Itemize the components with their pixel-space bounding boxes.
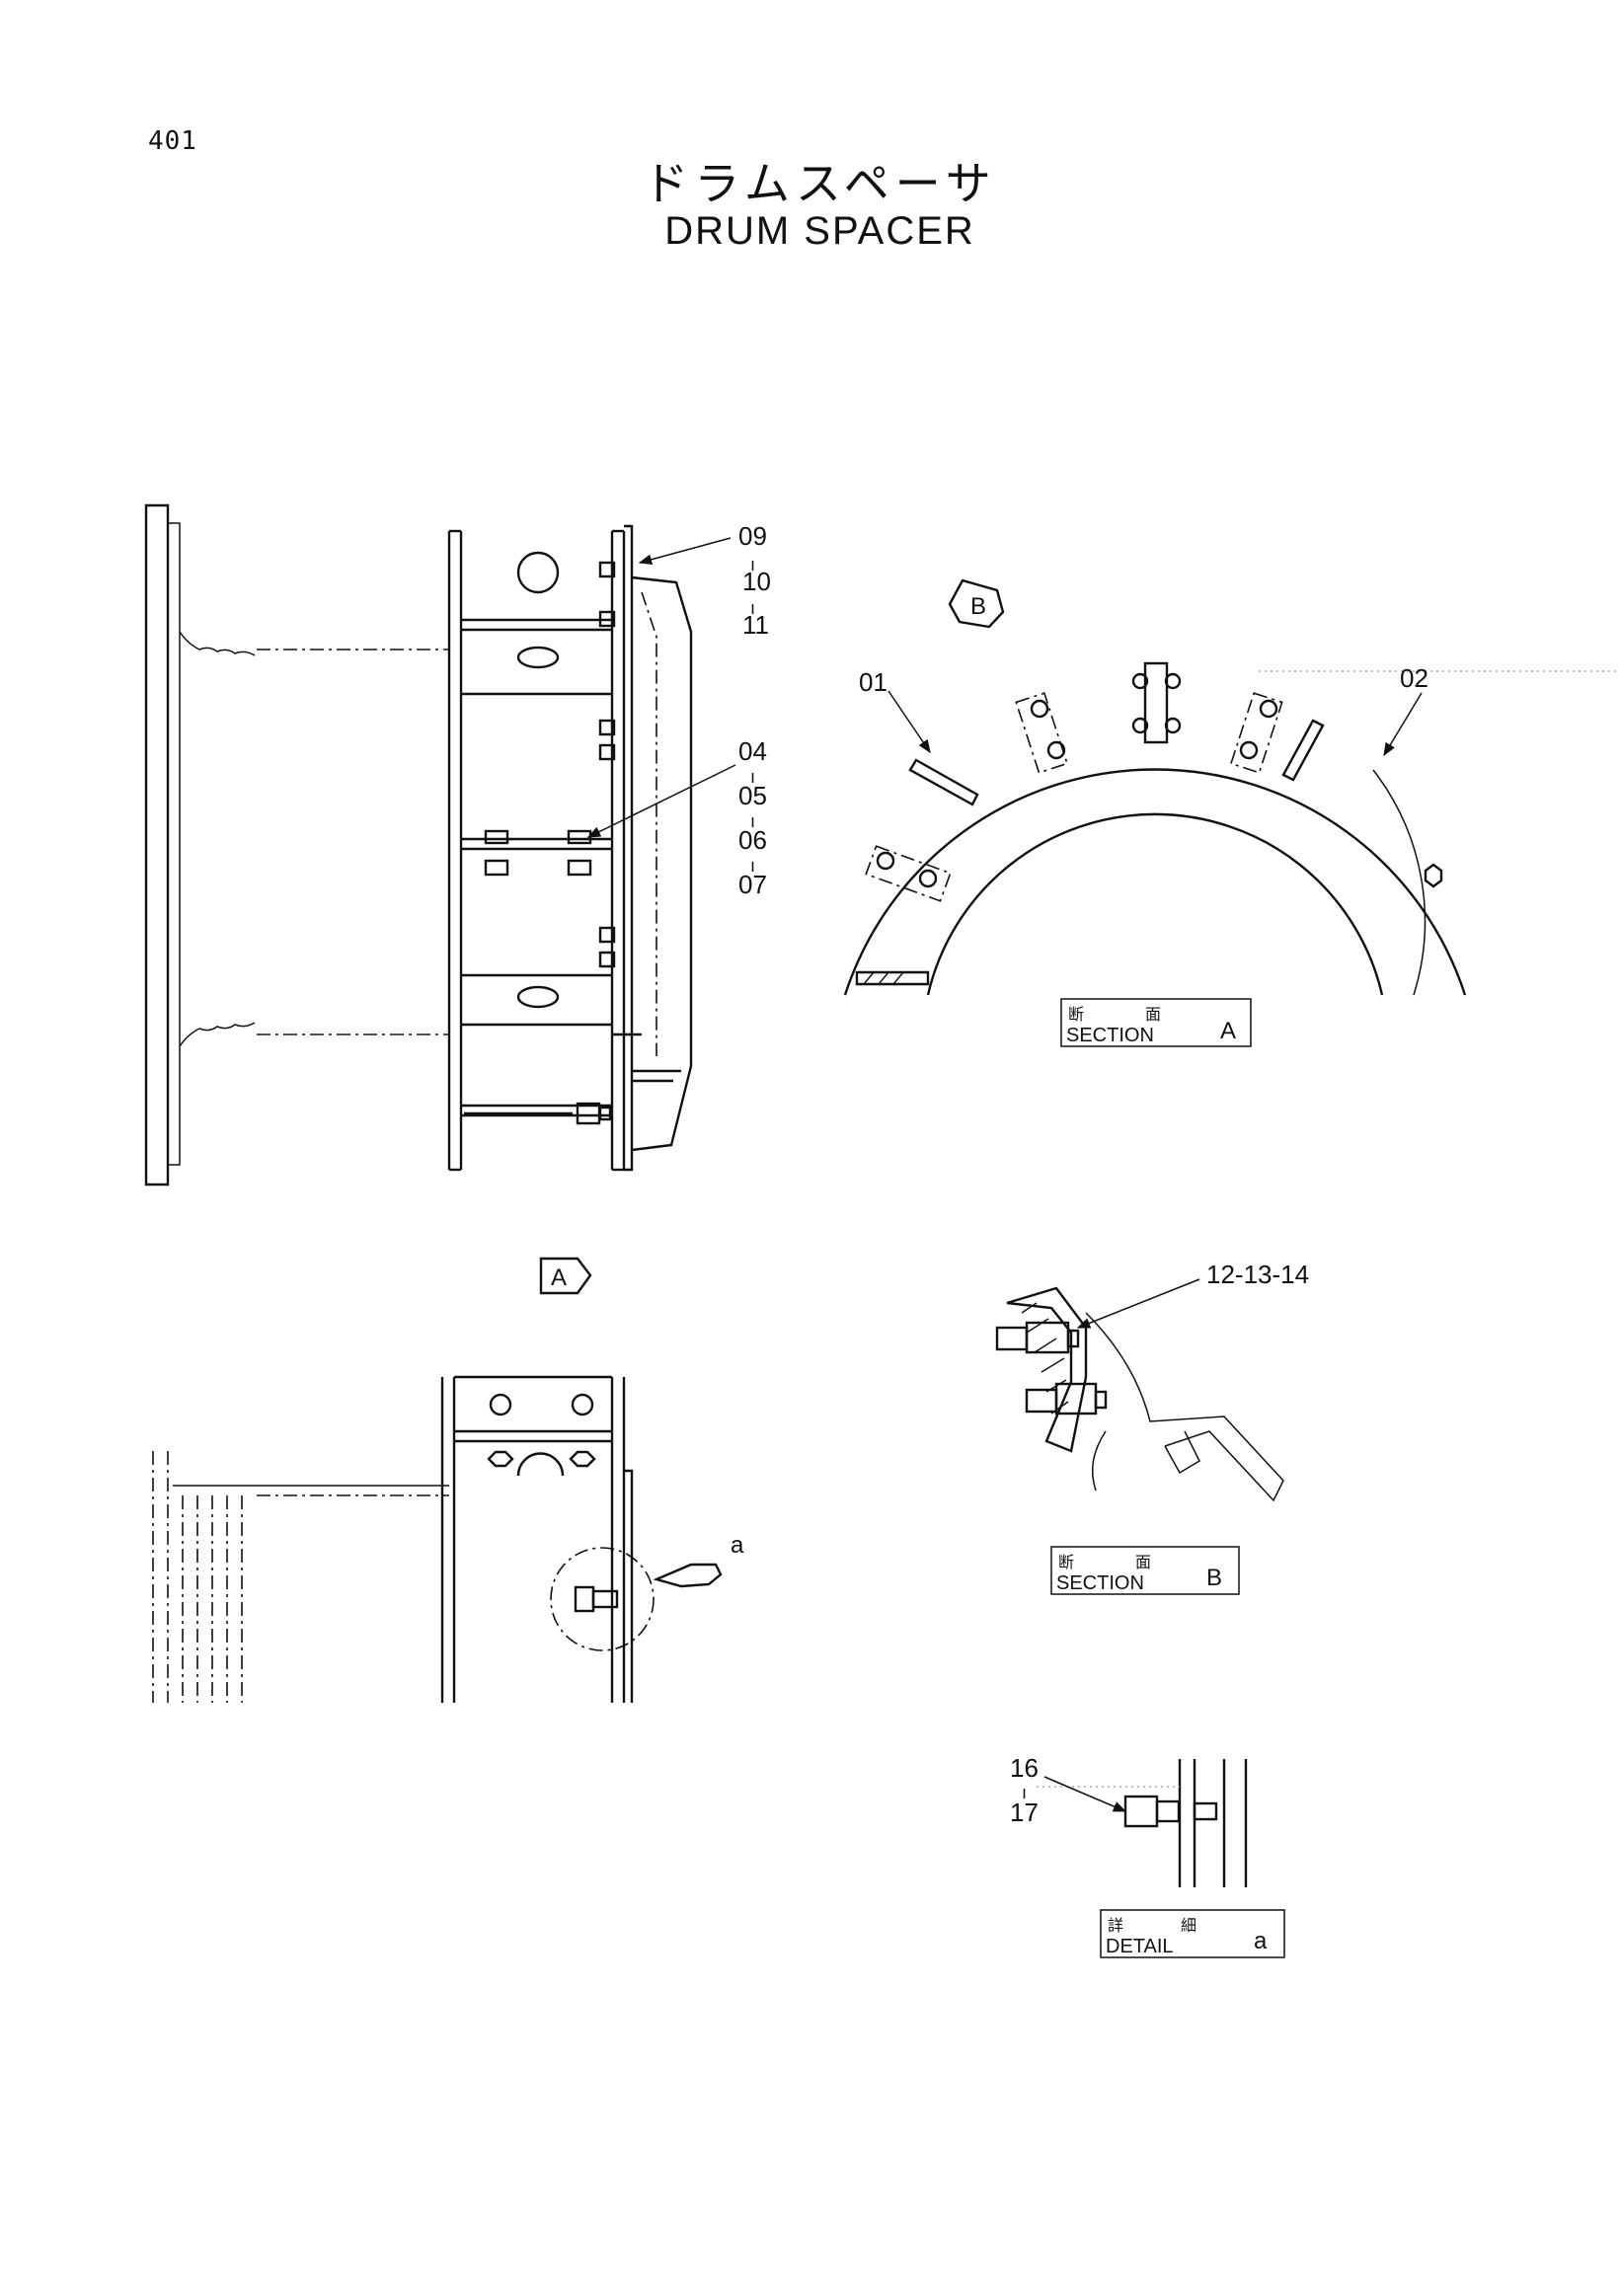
- svg-text:断: 断: [1058, 1554, 1074, 1571]
- svg-text:SECTION: SECTION: [1056, 1572, 1144, 1594]
- callout-01: 01: [859, 667, 887, 697]
- section-a-label: 断 面 SECTION A: [1060, 998, 1252, 1047]
- callout-sep: ı: [1022, 1783, 1027, 1802]
- leader-arrow-icon: [1076, 1278, 1200, 1329]
- svg-text:SECTION: SECTION: [1066, 1025, 1154, 1046]
- view-a: A a: [152, 1257, 744, 1703]
- leader-arrow-icon: [638, 537, 732, 566]
- svg-text:B: B: [1206, 1565, 1222, 1591]
- callout-12-13-14: 12-13-14: [1206, 1260, 1309, 1289]
- svg-text:断: 断: [1068, 1006, 1084, 1024]
- hex-bolt-icon: [598, 561, 616, 968]
- callout-10: 10: [742, 567, 771, 596]
- detail-a-label: 詳 細 DETAIL a: [1100, 1909, 1285, 1958]
- callout-11: 11: [742, 610, 769, 640]
- main-side-view: 09 ı 10 ı 11 04 ı 05 ı 06 ı 07: [144, 503, 771, 1186]
- detail-a-view: 16 ı 17 詳 細 DETAIL a: [1010, 1753, 1285, 1958]
- callout-16: 16: [1010, 1753, 1039, 1783]
- callout-04: 04: [738, 736, 767, 766]
- svg-text:詳: 詳: [1108, 1917, 1123, 1935]
- svg-text:A: A: [1220, 1018, 1236, 1044]
- leader-arrow-icon: [586, 764, 736, 838]
- callout-sep: ı: [750, 555, 755, 574]
- detail-pointer-a: a: [731, 1532, 744, 1559]
- title-japanese: ドラムスペーサ: [643, 157, 997, 210]
- title-english: DRUM SPACER: [664, 209, 975, 253]
- svg-text:面: 面: [1145, 1007, 1161, 1024]
- leader-arrow-icon: [1383, 692, 1423, 757]
- callout-06: 06: [738, 825, 767, 855]
- section-b-label: 断 面 SECTION B: [1050, 1546, 1240, 1595]
- callout-07: 07: [738, 870, 767, 899]
- view-arrow-icon: A: [539, 1257, 592, 1295]
- view-marker-b: B: [970, 593, 986, 620]
- callout-05: 05: [738, 781, 767, 810]
- svg-text:細: 細: [1181, 1917, 1196, 1935]
- page-number: 401: [148, 126, 197, 156]
- callout-17: 17: [1010, 1798, 1039, 1827]
- leader-arrow-icon: [887, 690, 931, 754]
- callout-09: 09: [738, 521, 767, 551]
- view-arrow-icon: B: [948, 578, 1005, 629]
- svg-text:DETAIL: DETAIL: [1106, 1936, 1174, 1957]
- svg-text:面: 面: [1135, 1555, 1151, 1571]
- callout-sep: ı: [750, 811, 755, 831]
- callout-sep: ı: [750, 856, 755, 876]
- svg-text:a: a: [1254, 1928, 1268, 1954]
- section-b-view: 12-13-14 断 面 SECTION B: [995, 1260, 1309, 1595]
- callout-sep: ı: [750, 767, 755, 787]
- callout-02: 02: [1400, 663, 1428, 693]
- hex-nut-icon: [484, 829, 592, 877]
- leader-arrow-icon: [1043, 1776, 1127, 1812]
- view-marker-a: A: [551, 1264, 567, 1291]
- section-a-view: B 01 02 断 面 SECTION: [843, 578, 1620, 1047]
- callout-sep: ı: [750, 598, 755, 618]
